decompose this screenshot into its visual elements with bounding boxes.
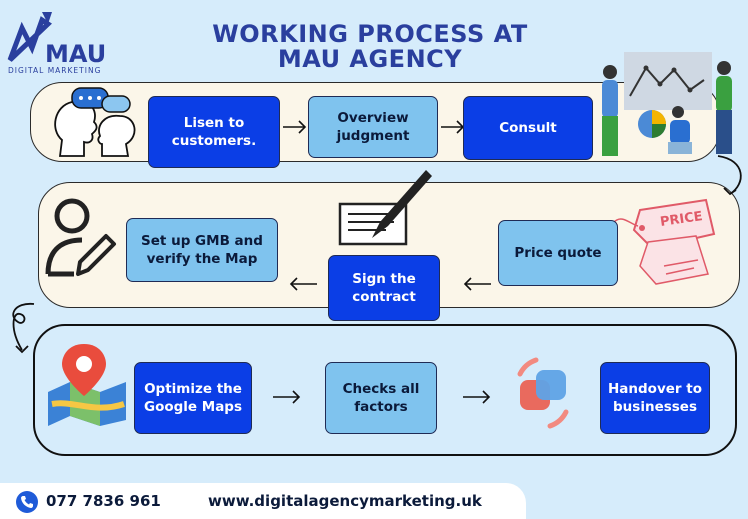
logo-subtitle: DIGITAL MARKETING [8, 66, 102, 75]
title-line-2: MAU AGENCY [277, 45, 463, 73]
step-price-quote: Price quote [498, 220, 618, 286]
handover-swap-icon [517, 357, 569, 429]
arrow-right-icon [273, 390, 301, 404]
step-sign-contract: Sign the contract [328, 255, 440, 321]
title-line-1: WORKING PROCESS AT [212, 20, 528, 48]
step-check-factors: Checks all factors [325, 362, 437, 434]
arrow-right-icon [283, 120, 307, 134]
listening-heads-icon [54, 87, 136, 157]
arrow-left-icon [463, 277, 491, 291]
step-handover: Handover to businesses [600, 362, 710, 434]
page-title: WORKING PROCESS AT MAU AGENCY [180, 22, 560, 72]
footer-bar [0, 483, 526, 519]
connector-curve-right [717, 155, 742, 196]
step-optimize-maps: Optimize the Google Maps [134, 362, 252, 434]
map-pin-icon [48, 344, 126, 426]
step-setup-gmb: Set up GMB and verify the Map [126, 218, 278, 282]
step-consult: Consult [463, 96, 593, 160]
connector-curve-left [12, 303, 35, 354]
contract-signing-icon [338, 170, 432, 246]
arrow-left-icon [289, 277, 317, 291]
mau-logo-icon [7, 12, 52, 62]
logo-text: MAU [45, 40, 107, 68]
arrow-right-icon [463, 390, 491, 404]
price-tag-icon [613, 198, 716, 285]
step-listen: Lisen to customers. [148, 96, 280, 168]
user-edit-icon [45, 198, 116, 277]
phone-icon [16, 491, 38, 513]
website-link[interactable]: www.digitalagencymarketing.uk [208, 492, 482, 510]
step-overview: Overview judgment [308, 96, 438, 158]
consulting-team-illustration [602, 52, 732, 156]
phone-number[interactable]: 077 7836 961 [46, 492, 161, 510]
